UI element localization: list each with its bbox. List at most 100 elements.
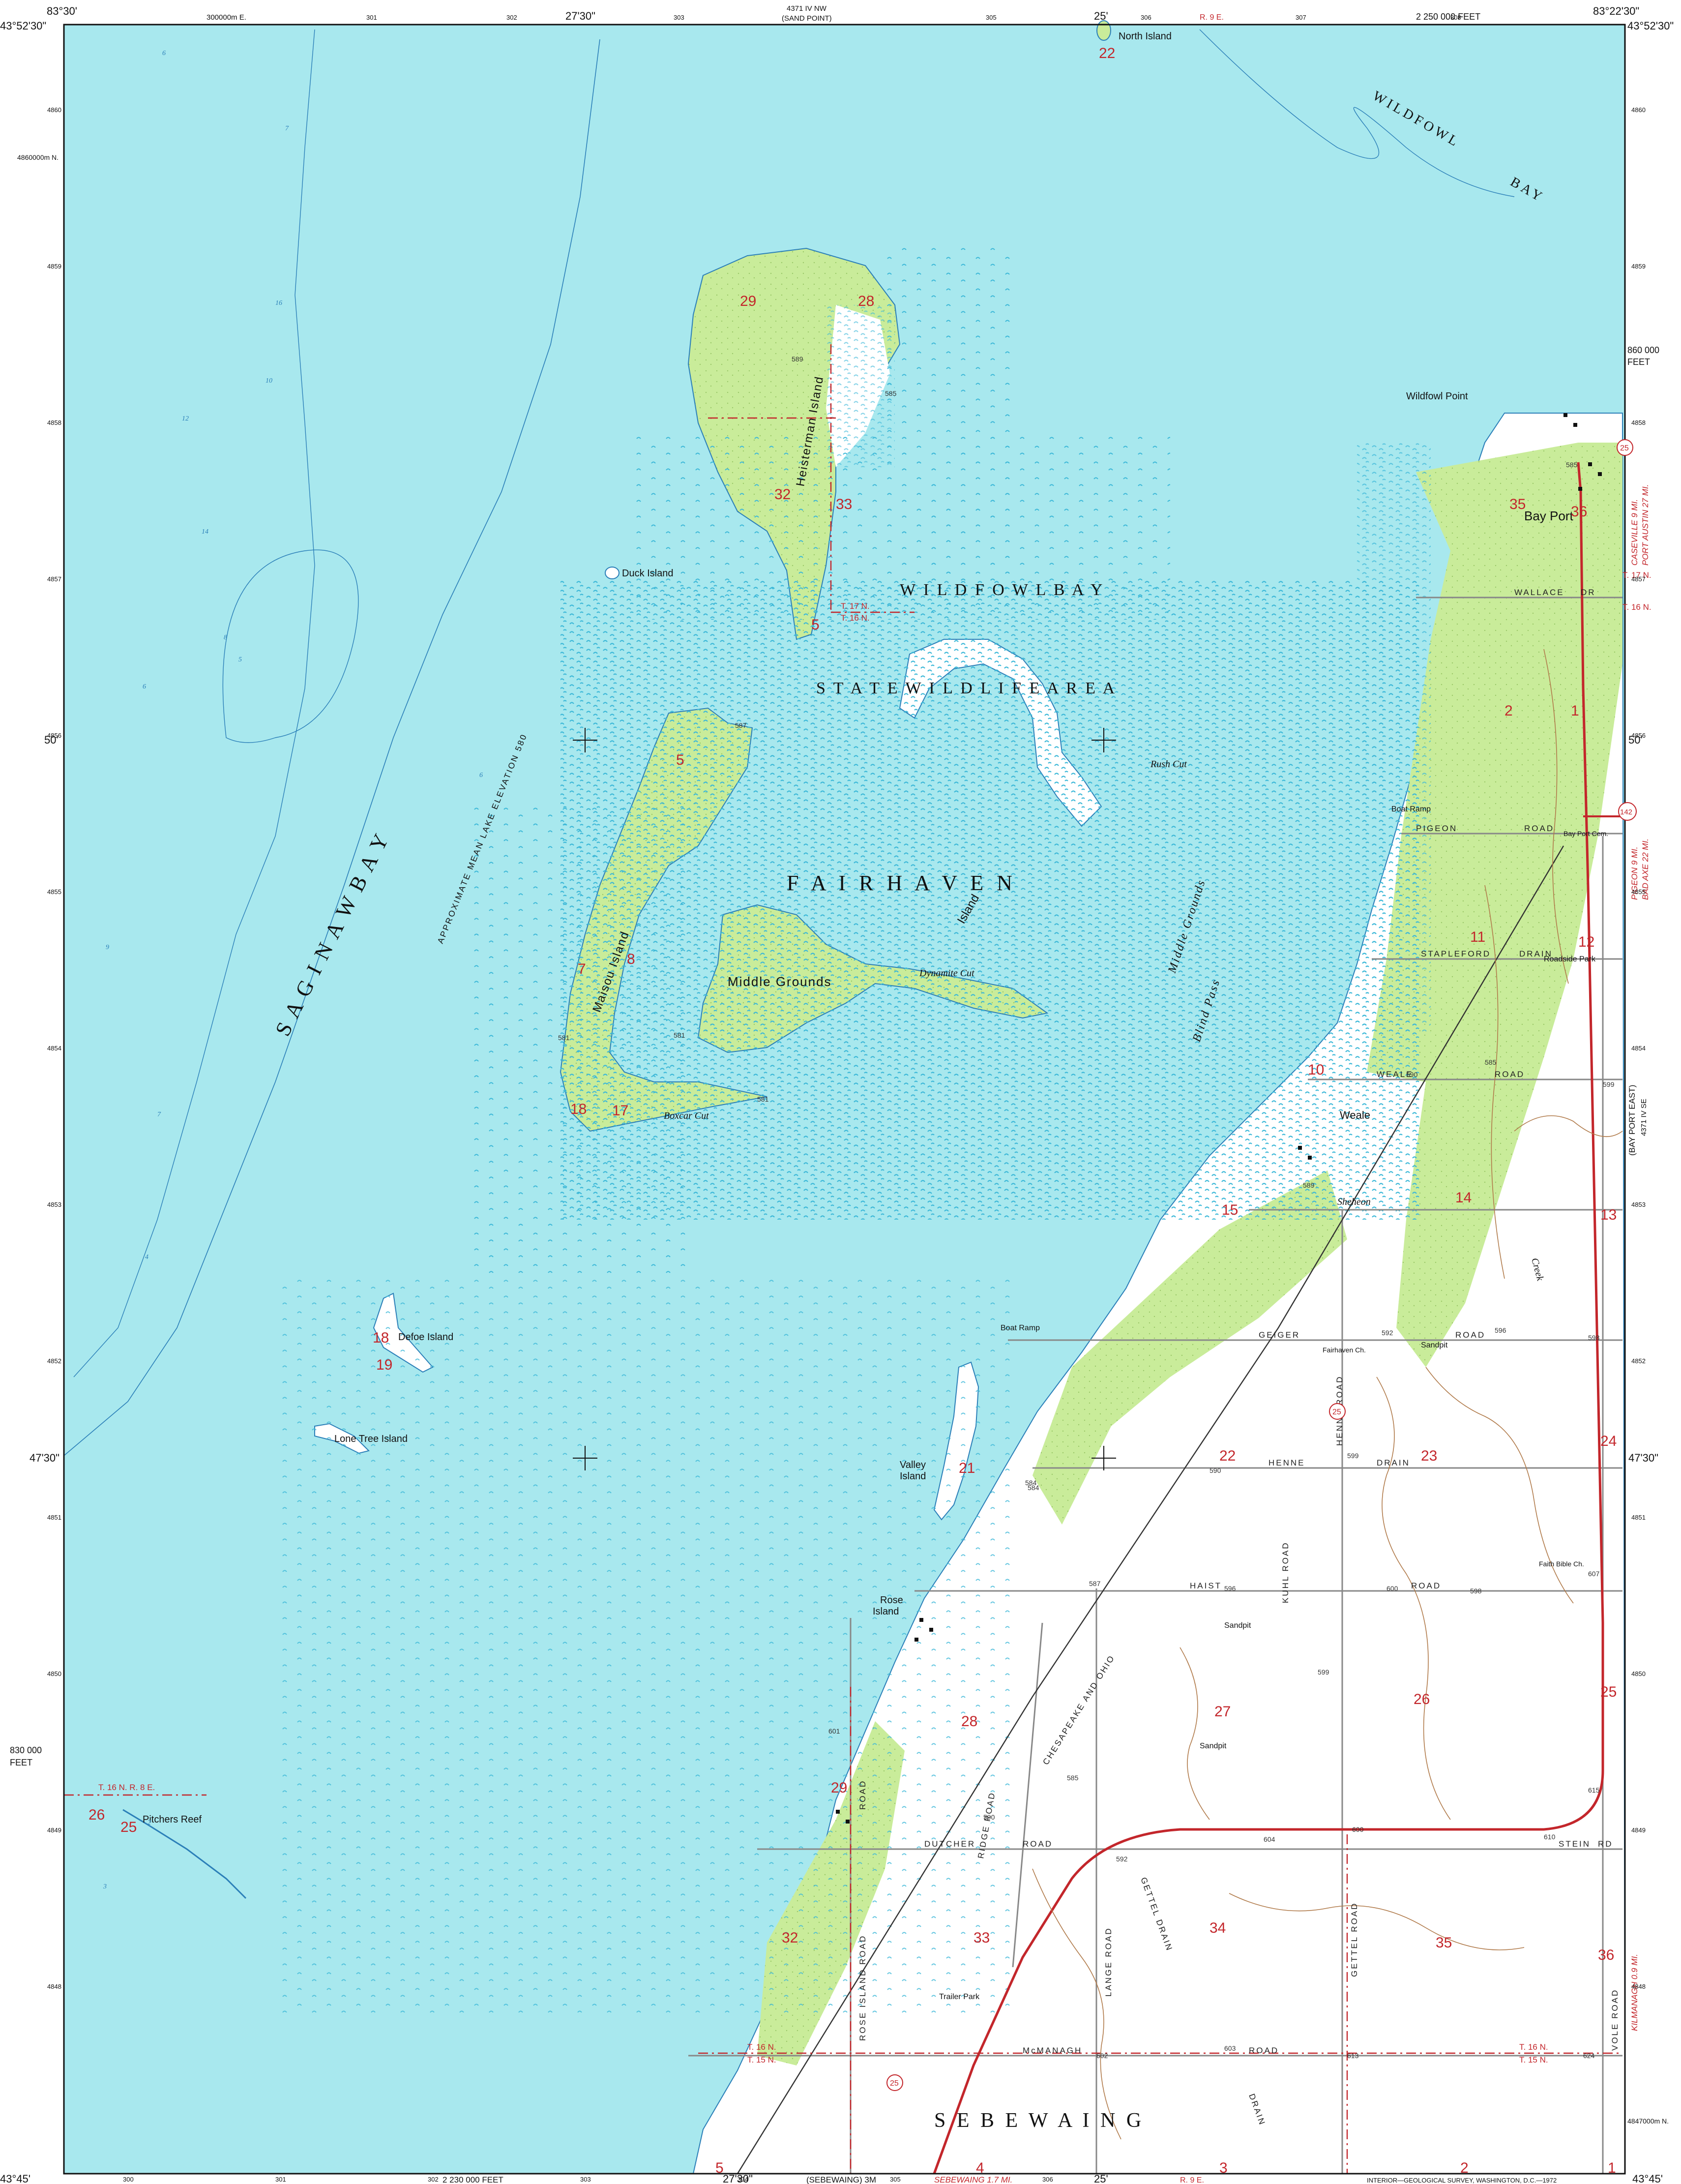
rd-label: RD <box>1598 1839 1613 1849</box>
section-number: 26 <box>1414 1691 1430 1707</box>
elevation-label: 599 <box>1318 1668 1329 1676</box>
section-number: 5 <box>811 617 820 633</box>
section-number: 25 <box>1600 1684 1617 1700</box>
lon-tick-top: 307 <box>1296 14 1306 21</box>
bottom-feet: 2 230 000 FEET <box>442 2175 503 2184</box>
section-number: 34 <box>1209 1920 1226 1936</box>
depth-label: 2 <box>147 1819 151 1826</box>
haist-label: HAIST <box>1190 1581 1222 1590</box>
section-number: 1 <box>1608 2160 1616 2176</box>
section-number: 11 <box>1470 929 1485 945</box>
depth-label: 3 <box>103 1883 107 1890</box>
depth-contour-4 <box>1199 29 1515 197</box>
route-25-shield-south <box>886 2074 903 2091</box>
buildings <box>836 413 1602 1824</box>
defoe-label: Defoe Island <box>398 1332 453 1343</box>
lat-tick-left: 4850 <box>47 1670 61 1677</box>
elevation-label: 599 <box>1603 1080 1615 1088</box>
elevation-label: 624 <box>1583 2052 1595 2060</box>
building <box>846 1820 850 1824</box>
section-number: 23 <box>1421 1448 1437 1464</box>
elevation-label: 589 <box>792 355 803 363</box>
section-number: 8 <box>627 951 635 967</box>
t16n-b-label: T. 16 N. <box>747 2042 776 2052</box>
feet-830: 830 000 <box>10 1745 42 1755</box>
building <box>1573 423 1577 427</box>
wildfowl-bay-label: W I L D F O W L B A Y <box>900 581 1104 599</box>
elevation-label: 607 <box>1588 1570 1600 1578</box>
utm-top: 300000m E. <box>206 13 246 22</box>
elevation-label: 581 <box>558 1034 570 1042</box>
section-number: 35 <box>1436 1935 1452 1951</box>
geiger-road-label: ROAD <box>1455 1330 1485 1340</box>
lat-tick-left: 4848 <box>47 1983 61 1990</box>
building <box>1588 462 1592 466</box>
port-austin-label: PORT AUSTIN 27 MI. <box>1641 484 1650 566</box>
rose-island-road-label: ROSE ISLAND ROAD <box>858 1935 867 2041</box>
section-number: 17 <box>612 1103 628 1119</box>
lat-tick-right: 4855 <box>1631 888 1646 896</box>
section-number: 29 <box>831 1780 847 1796</box>
route-25-label-south: 25 <box>890 2079 899 2088</box>
dutcher-label: DUTCHER <box>924 1839 975 1849</box>
lat-50-right: 50' <box>1628 734 1643 746</box>
section-number: 15 <box>1222 1202 1238 1218</box>
lat-tick-right: 4860 <box>1631 106 1646 114</box>
section-number: 5 <box>715 2160 724 2176</box>
lon-tick-bottom: 304 <box>737 2176 748 2183</box>
elevation-label: 585 <box>1566 461 1578 469</box>
sandpit-1-label: Sandpit <box>1421 1341 1448 1349</box>
depth-contour-3 <box>222 549 359 743</box>
section-number: 22 <box>1099 45 1115 61</box>
trailer-park-label: Trailer Park <box>939 1993 980 2001</box>
section-number: 19 <box>376 1357 392 1373</box>
contour-6 <box>1229 1893 1525 1950</box>
elevation-label: 601 <box>828 1727 840 1735</box>
lon-tick-bottom: 302 <box>428 2176 439 2183</box>
faith-bible-label: Faith Bible Ch. <box>1539 1560 1584 1568</box>
road-ridge <box>1012 1622 1043 1968</box>
lat-tick-left: 4859 <box>47 263 61 270</box>
stein-label: STEIN <box>1559 1839 1591 1849</box>
lon-tick-bottom: 301 <box>275 2176 286 2183</box>
contour-5 <box>1032 1868 1121 2140</box>
section-number: 4 <box>976 2160 984 2176</box>
road-generic-label: ROAD <box>858 1780 867 1810</box>
lat-tick-right: 4854 <box>1631 1045 1646 1052</box>
depth-label: 8 <box>224 634 227 641</box>
lat-tick-right: 4848 <box>1631 1983 1646 1990</box>
rose-label-2: Island <box>873 1606 899 1617</box>
building <box>1598 472 1602 476</box>
pitchers-reef <box>122 1809 247 1899</box>
section-number: 2 <box>1504 703 1513 719</box>
pigeon-mi-label: PIGEON 9 MI. <box>1630 846 1639 900</box>
dr-label: DR <box>1581 588 1596 597</box>
elevation-label: 603 <box>1224 2044 1236 2052</box>
lat-tick-left: 4852 <box>47 1357 61 1365</box>
lon-tick-top: 302 <box>506 14 517 21</box>
range-top: R. 9 E. <box>1200 13 1224 22</box>
right-sheet-ref: 4371 IV SE <box>1640 1099 1648 1136</box>
t16n-label: T. 16 N. <box>841 613 870 623</box>
elevation-label: 613 <box>1347 2052 1359 2060</box>
depth-label: 9 <box>106 944 109 951</box>
elevation-label: 584 <box>1025 1479 1037 1487</box>
section-number: 26 <box>88 1807 105 1823</box>
building <box>929 1628 933 1632</box>
lat-50-left: 50' <box>44 734 59 746</box>
t16n-c-label: T. 16 N. <box>1519 2042 1548 2052</box>
depth-label: 12 <box>182 415 189 422</box>
section-number: 22 <box>1219 1448 1236 1464</box>
elevation-label: 589 <box>1303 1181 1315 1189</box>
gettel-road-label: GETTEL ROAD <box>1350 1902 1359 1977</box>
route-142-shield <box>1618 802 1637 821</box>
route-25-label-north: 25 <box>1620 444 1629 452</box>
middle-grounds-label: Middle Grounds <box>728 974 832 989</box>
corner-top-left-lat: 43°52'30" <box>0 20 46 32</box>
elevation-label: 585 <box>1485 1058 1497 1066</box>
lat-4730-right: 47'30" <box>1628 1452 1658 1464</box>
sebewaing-label: S E B E W A I N G <box>934 2109 1144 2132</box>
